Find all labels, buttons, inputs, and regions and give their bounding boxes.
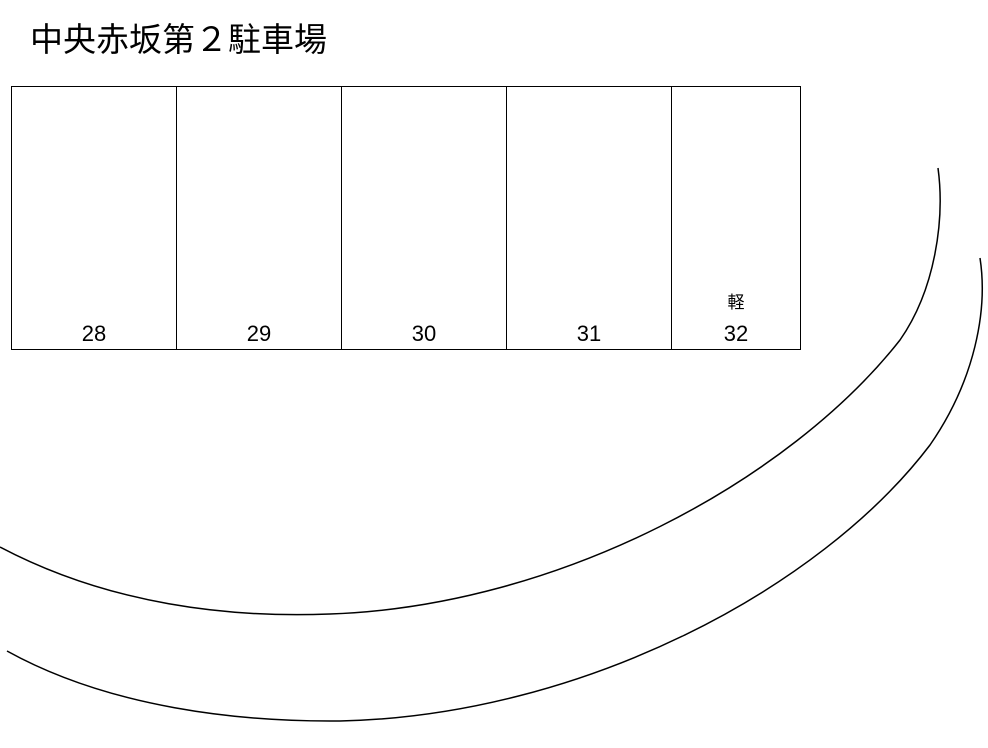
- parking-stall-31[interactable]: 31: [507, 87, 672, 349]
- stall-number: 29: [246, 321, 272, 346]
- stall-number: 28: [81, 321, 107, 346]
- kei-car-label: 軽: [727, 293, 745, 313]
- parking-stall-29[interactable]: 29: [177, 87, 342, 349]
- inner-road-edge: [0, 167, 941, 616]
- parking-stall-28[interactable]: 28: [12, 87, 177, 349]
- stall-number: 30: [411, 321, 437, 346]
- stall-number: 31: [576, 321, 602, 346]
- parking-stall-32[interactable]: 軽 32: [672, 87, 800, 349]
- page-title: 中央赤坂第２駐車場: [30, 20, 327, 59]
- outer-road-edge: [6, 257, 983, 722]
- parking-lot: 28 29 30 31 軽 32: [11, 86, 801, 350]
- parking-stall-30[interactable]: 30: [342, 87, 507, 349]
- stall-number: 32: [723, 321, 749, 346]
